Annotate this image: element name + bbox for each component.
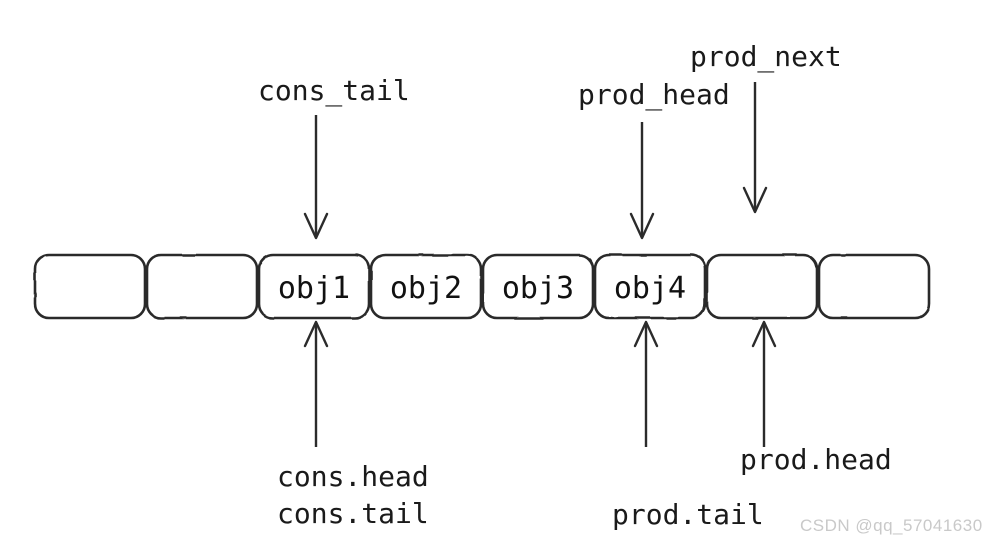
- arrow-cons_tail: [303, 115, 329, 240]
- ring-cell-label: obj4: [613, 271, 687, 306]
- arrow-prod_next: [742, 82, 768, 214]
- label-line: prod.head: [740, 443, 892, 476]
- label-prod-tail: prod.tail: [612, 498, 764, 532]
- label-prod_head: prod_head: [578, 78, 730, 111]
- ring-cell: [817, 253, 931, 320]
- ring-cell: [705, 253, 819, 320]
- arrow-cons-head-tail: [303, 320, 329, 447]
- ring-cell: [145, 253, 259, 320]
- label-prod-head: prod.head: [740, 443, 892, 477]
- arrow-prod-head: [751, 320, 777, 447]
- ring-cell-label: obj2: [389, 271, 463, 306]
- label-line: cons.tail: [277, 497, 429, 530]
- label-prod_next: prod_next: [690, 40, 842, 73]
- label-line: cons.head: [277, 460, 429, 493]
- ring-cell-label: obj1: [277, 271, 351, 306]
- arrow-prod-tail: [633, 320, 659, 447]
- pointer-arrows: [303, 82, 777, 447]
- label-cons_tail: cons_tail: [258, 74, 410, 107]
- watermark: CSDN @qq_57041630: [800, 516, 983, 535]
- ring-cell: [33, 253, 147, 320]
- label-cons-head-tail: cons.head cons.tail: [277, 458, 429, 532]
- arrow-prod_head: [629, 122, 655, 240]
- ring-cells: [33, 253, 931, 320]
- label-line: prod.tail: [612, 498, 764, 531]
- ring-cell-label: obj3: [501, 271, 575, 306]
